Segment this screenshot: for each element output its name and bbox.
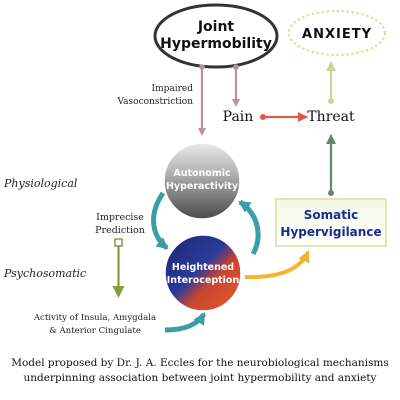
joint-hypermobility-node: Joint Hypermobility [153, 3, 279, 69]
somatic-line2: Hypervigilance [280, 225, 381, 239]
caption-line2: underpinning association between joint h… [23, 372, 377, 384]
joint-hypermobility-line1: Joint [197, 19, 235, 35]
autonomic-line2: Hyperactivity [166, 181, 239, 192]
autonomic-to-interoception-arrow [151, 191, 169, 250]
psychosomatic-label: Psychosomatic [3, 267, 86, 280]
impaired-vasoconstriction-line2: Vasoconstriction [117, 97, 194, 107]
caption-line1: Model proposed by Dr. J. A. Eccles for t… [11, 357, 389, 369]
impaired-vasoconstriction-arrow [198, 64, 206, 136]
threat-to-anxiety-arrow [326, 61, 336, 104]
autonomic-hyperactivity-node: Autonomic Hyperactivity [163, 142, 241, 220]
anxiety-label: ANXIETY [302, 27, 372, 42]
prediction-to-activity-arrow [112, 238, 125, 298]
pain-label: Pain [223, 109, 254, 125]
brain-activity-line2: & Anterior Cingulate [49, 326, 141, 336]
threat-label: Threat [307, 109, 355, 125]
heightened-interoception-node: Heightened Interoception [164, 234, 242, 312]
interoception-to-autonomic-arrow [238, 199, 261, 256]
imprecise-prediction-line1: Imprecise [96, 212, 144, 223]
anxiety-node: ANXIETY [288, 10, 386, 56]
caption: Model proposed by Dr. J. A. Eccles for t… [0, 356, 400, 386]
autonomic-line1: Autonomic [173, 168, 230, 179]
somatic-hypervigilance-node: Somatic Hypervigilance [275, 198, 387, 247]
interoception-to-hypervigilance-arrow [244, 250, 310, 280]
impaired-vasoconstriction-line1: Impaired [152, 84, 194, 94]
diagram-canvas: Joint Hypermobility ANXIETY Impaired Vas… [3, 3, 387, 336]
imprecise-prediction-line2: Prediction [95, 225, 145, 236]
somatic-line1: Somatic [304, 208, 358, 222]
to-pain-arrow [232, 64, 240, 107]
hypervigilance-to-threat-arrow [326, 134, 336, 196]
interoception-line1: Heightened [172, 262, 234, 273]
joint-hypermobility-line2: Hypermobility [160, 36, 272, 52]
pain-to-threat-arrow [260, 112, 308, 122]
brain-activity-line1: Activity of Insula, Amygdala [33, 313, 156, 323]
interoception-line2: Interoception [167, 275, 240, 286]
activity-to-interoception-arrow [164, 312, 207, 333]
physiological-label: Physiological [3, 177, 78, 190]
